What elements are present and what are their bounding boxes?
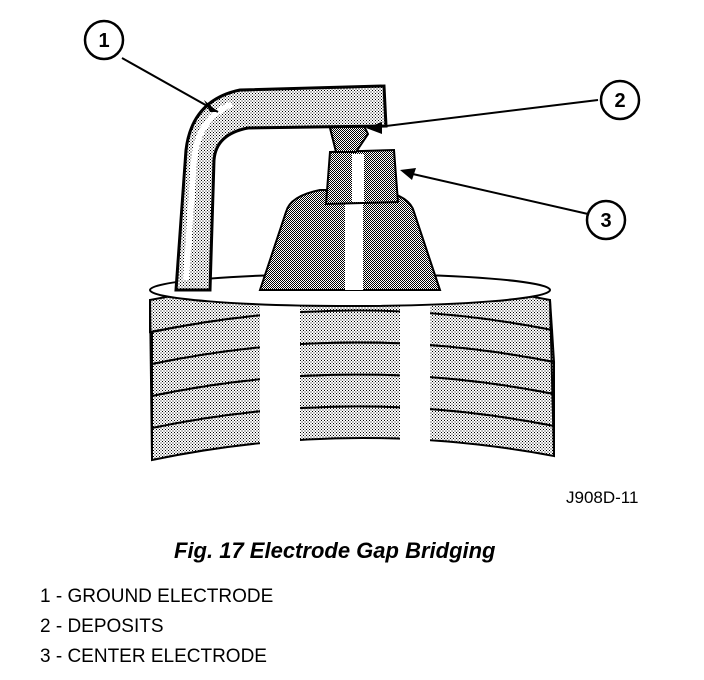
center-electrode [324,148,400,206]
callout-2-label: 2 [614,90,625,112]
callout-2: 2 [599,79,641,121]
figure-caption: Fig. 17 Electrode Gap Bridging [174,538,496,563]
callout-3: 3 [585,199,627,241]
arrowhead-1 [204,100,218,112]
callout-3-label: 3 [600,210,611,232]
legend-item: 2 - DEPOSITS [40,616,164,637]
arrowhead-2 [366,122,382,134]
callout-1-label: 1 [98,30,109,52]
ground-electrode-highlight [183,101,234,281]
legend-item: 1 - GROUND ELECTRODE [40,586,274,607]
ground-electrode [174,84,388,292]
thread-highlights [260,296,430,450]
arrowhead-3 [400,168,416,180]
insulator [258,189,442,291]
leader-line-2 [369,99,599,129]
leader-line-1 [121,57,219,113]
callout-1: 1 [83,19,125,61]
leader-line-3 [403,171,589,215]
figure-code: J908D-11 [566,488,639,507]
threaded-shell [149,279,556,462]
legend: 1 - GROUND ELECTRODE 2 - DEPOSITS 3 - CE… [40,582,273,672]
legend-item: 3 - CENTER ELECTRODE [40,646,267,667]
spark-plug-diagram: 1 2 3 [83,19,641,462]
